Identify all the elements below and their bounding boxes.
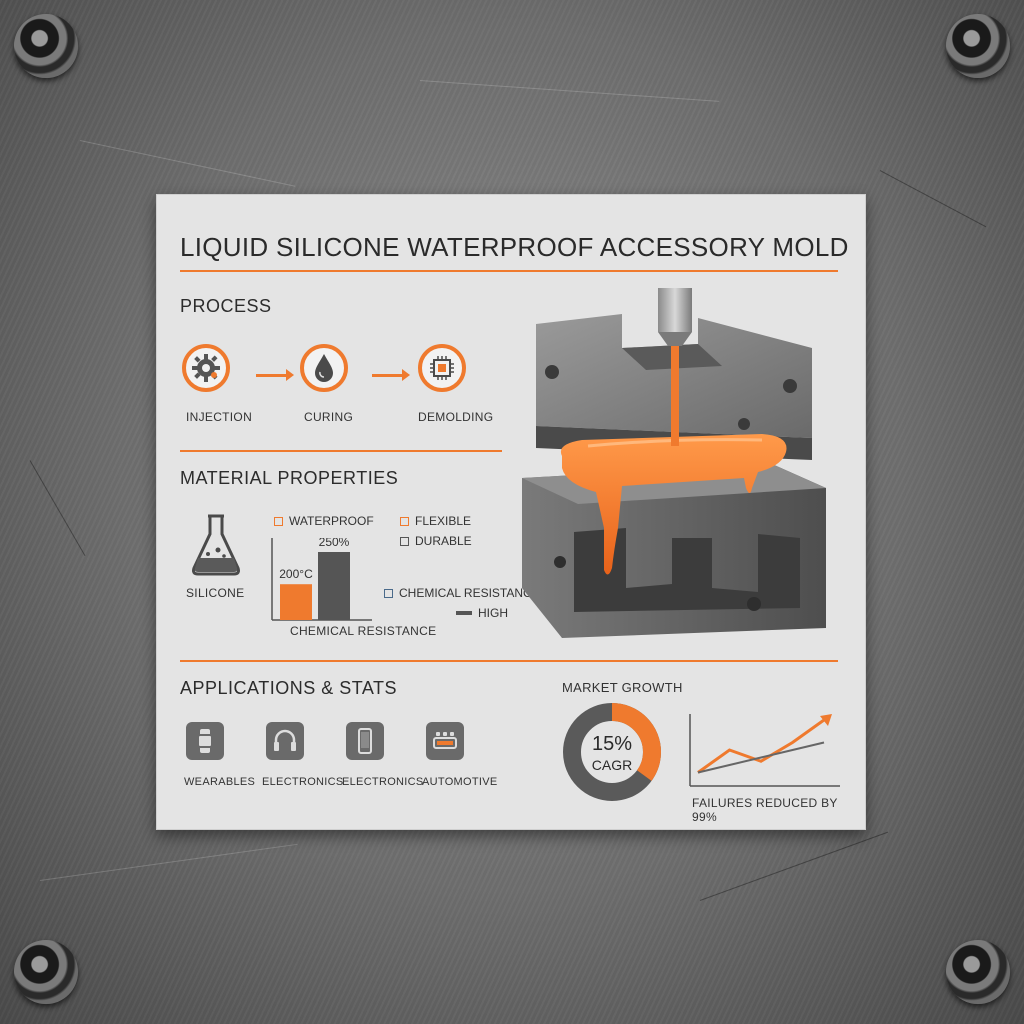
market-value: 15% [592,733,632,755]
scratch [699,831,889,901]
property-label: DURABLE [415,534,472,548]
phone-icon [346,722,384,760]
app-label-automotive: AUTOMOTIVE [422,776,498,788]
title-divider [180,270,838,272]
property-chemical-resistance: CHEMICAL RESISTANCE [384,586,540,600]
process-arrow [372,369,410,381]
property-flexible: FLEXIBLE [400,514,471,528]
bolt-hole [747,597,761,611]
scratch [879,170,987,228]
bar-data-label: 250% [319,538,350,549]
property-marker [274,516,283,526]
bar-chart-caption: CHEMICAL RESISTANCE [290,624,437,638]
rivet [946,940,1010,1004]
silicone-stream [671,346,679,446]
droplet-icon [300,344,348,392]
trend-arrowhead [820,714,832,726]
bar [280,584,312,620]
rivet [14,14,78,78]
legend-high: HIGH [456,606,508,620]
car-icon [426,722,464,760]
market-donut-chart: 15% CAGR [563,703,661,801]
bolt-hole [554,556,566,568]
process-arrow [256,369,294,381]
bolt-hole [545,365,559,379]
mold-illustration [522,288,826,638]
step-label-curing: CURING [304,410,354,424]
property-label: FLEXIBLE [415,514,472,528]
headphones-icon [266,722,304,760]
material-heading: MATERIAL PROPERTIES [180,468,399,488]
failures-label: FAILURES REDUCED BY 99% [692,796,838,824]
scratch [419,80,720,102]
market-unit: CAGR [592,757,632,773]
property-marker [400,516,409,526]
app-label-electronics: ELECTRONICS [262,776,344,788]
property-waterproof: WATERPROOF [274,514,374,528]
nozzle-tip [658,332,692,346]
scratch [39,843,298,881]
donut-segment [563,703,661,801]
flask-icon [192,514,240,576]
property-label: WATERPROOF [289,514,374,528]
applications-heading: APPLICATIONS & STATS [180,678,398,698]
process-divider [180,450,502,452]
gear-icon [182,344,230,392]
property-marker [400,536,409,546]
chip-icon [418,344,466,392]
series-line [697,741,825,774]
step-label-injection: INJECTION [186,410,253,424]
lower-mold-cavity [574,528,800,612]
legend-swatch [456,611,472,615]
injection-nozzle [658,288,692,332]
bolt-hole [738,418,750,430]
silicone-flow [560,434,787,575]
scratch [79,140,296,187]
property-label: CHEMICAL RESISTANCE [399,586,540,600]
properties-bar-chart: 200°C 250% [271,538,372,621]
bar [318,552,350,620]
bolt-hole [783,379,797,393]
watch-icon [186,722,224,760]
legend-label: HIGH [478,606,508,620]
rivet [946,14,1010,78]
property-durable: DURABLE [400,534,472,548]
rivet [14,940,78,1004]
bar-data-label: 200°C [279,567,313,581]
flask-label: SILICONE [186,586,245,600]
market-heading: MARKET GROWTH [562,680,683,695]
failures-line-chart [689,714,840,787]
applications-divider [180,660,838,662]
app-label-electronics-2: ELECTRONICS [342,776,424,788]
series-line [697,718,825,774]
property-marker [384,588,393,598]
step-label-demolding: DEMOLDING [418,410,494,424]
infographic-panel: LIQUID SILICONE WATERPROOF ACCESSORY MOL… [156,194,866,830]
scratch [29,460,86,557]
process-heading: PROCESS [180,296,272,316]
app-label-wearables: WEARABLES [184,776,256,788]
page-title: LIQUID SILICONE WATERPROOF ACCESSORY MOL… [180,232,849,262]
